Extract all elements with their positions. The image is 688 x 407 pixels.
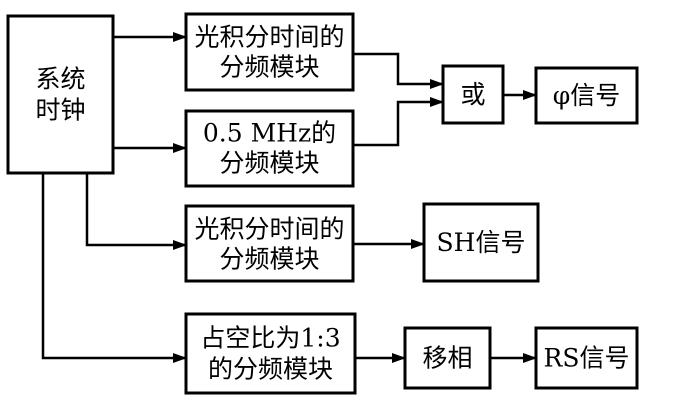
- integration-divider-2-label-line1: 光积分时间的: [194, 215, 344, 244]
- or-gate-block: 或: [441, 64, 505, 125]
- rs-signal-block: RS信号: [534, 326, 639, 390]
- wire-05mhz-divider-to-or: [353, 97, 444, 147]
- system-clock-label-line1: 系统: [35, 65, 85, 94]
- system-clock-block: 系统 时钟: [6, 14, 115, 175]
- system-clock-label-line2: 时钟: [35, 96, 85, 125]
- phi-signal-block: φ信号: [534, 66, 639, 125]
- duty-divider-label-line2: 的分频模块: [208, 355, 333, 384]
- wire-clock-to-integration-divider-2: [85, 173, 187, 250]
- sh-signal-label: SH信号: [437, 228, 526, 257]
- phi-signal-label: φ信号: [553, 81, 621, 110]
- or-gate-label: 或: [460, 80, 485, 109]
- phase-shift-block: 移相: [403, 326, 492, 390]
- 05mhz-divider-label-line1: 0.5 MHz的: [203, 119, 336, 148]
- wire-clock-to-duty-divider: [41, 173, 187, 363]
- wire-integration-divider-1-to-or: [353, 52, 444, 89]
- 05mhz-divider-label-line2: 分频模块: [219, 149, 319, 178]
- rs-signal-label: RS信号: [544, 344, 630, 373]
- connectors: [41, 32, 537, 363]
- integration-time-divider-block-1: 光积分时间的 分频模块: [184, 12, 355, 92]
- phase-shift-label: 移相: [422, 344, 472, 373]
- integration-divider-1-label-line2: 分频模块: [219, 53, 319, 82]
- duty-cycle-divider-block: 占空比为1:3 的分频模块: [184, 312, 357, 395]
- 05mhz-divider-block: 0.5 MHz的 分频模块: [184, 109, 355, 188]
- integration-time-divider-block-2: 光积分时间的 分频模块: [184, 204, 355, 283]
- integration-divider-2-label-line2: 分频模块: [219, 245, 319, 274]
- sh-signal-block: SH信号: [422, 202, 540, 283]
- integration-divider-1-label-line1: 光积分时间的: [194, 23, 344, 52]
- duty-divider-label-line1: 占空比为1:3: [200, 324, 340, 353]
